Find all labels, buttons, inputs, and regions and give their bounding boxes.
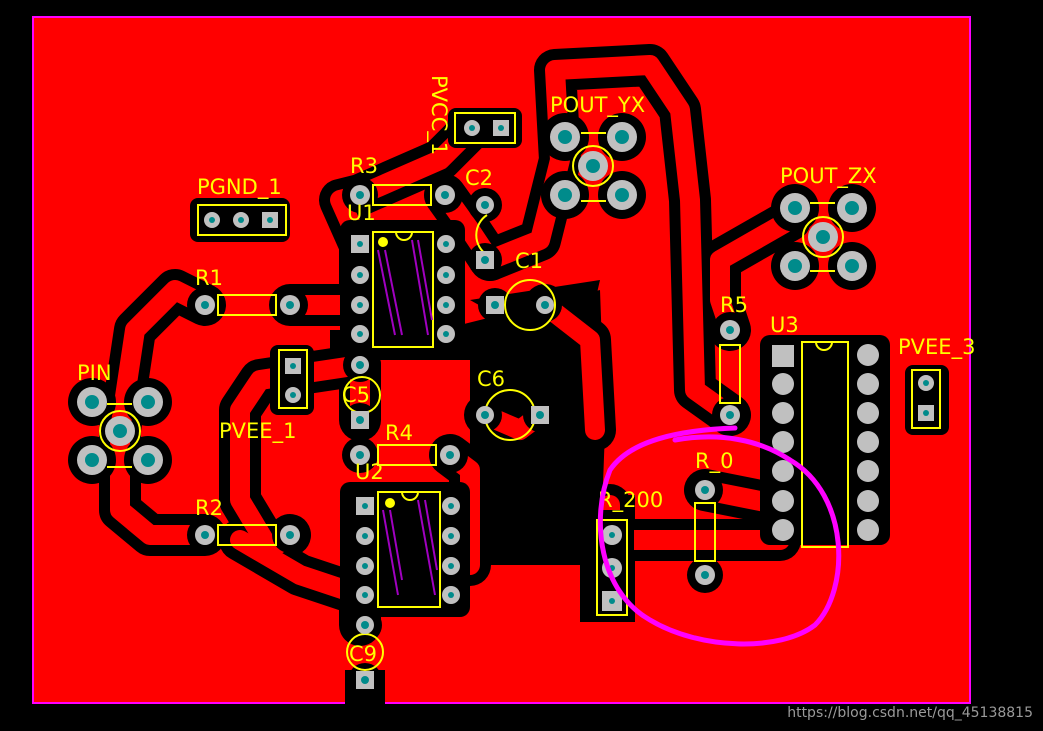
label-r1: R1	[195, 266, 223, 290]
label-c5: C5	[342, 383, 370, 407]
label-pvee-1: PVEE_1	[219, 419, 296, 444]
ic-hatching	[377, 239, 438, 596]
watermark: https://blog.csdn.net/qq_45138815	[787, 705, 1033, 721]
label-u1: U1	[347, 201, 376, 225]
label-pin: PIN	[77, 361, 112, 385]
label-pgnd-1: PGND_1	[197, 175, 282, 200]
label-r-200: R_200	[598, 488, 663, 513]
silkscreen	[99, 112, 941, 671]
label-c9: C9	[349, 642, 377, 666]
drill-holes	[85, 125, 929, 684]
label-r2: R2	[195, 496, 223, 520]
label-pvee-3: PVEE_3	[898, 335, 975, 360]
label-r3: R3	[350, 154, 378, 178]
label-u3: U3	[770, 313, 799, 337]
label-c6: C6	[477, 367, 505, 391]
component-labels: PGND_1 R3 U1 PVCC_1 C2 POUT_YX C1 POUT_Z…	[77, 75, 975, 666]
label-pout-yx: POUT_YX	[550, 93, 645, 118]
annotation-circle	[597, 425, 842, 647]
label-r5: R5	[720, 293, 748, 317]
ic-pin1-dots	[378, 237, 395, 508]
label-c2: C2	[465, 166, 493, 190]
label-pvcc-1: PVCC_1	[426, 75, 451, 155]
label-r-0: R_0	[695, 449, 733, 474]
label-pout-zx: POUT_ZX	[780, 164, 877, 189]
label-c1: C1	[515, 249, 543, 273]
label-r4: R4	[385, 421, 413, 445]
label-u2: U2	[355, 460, 384, 484]
